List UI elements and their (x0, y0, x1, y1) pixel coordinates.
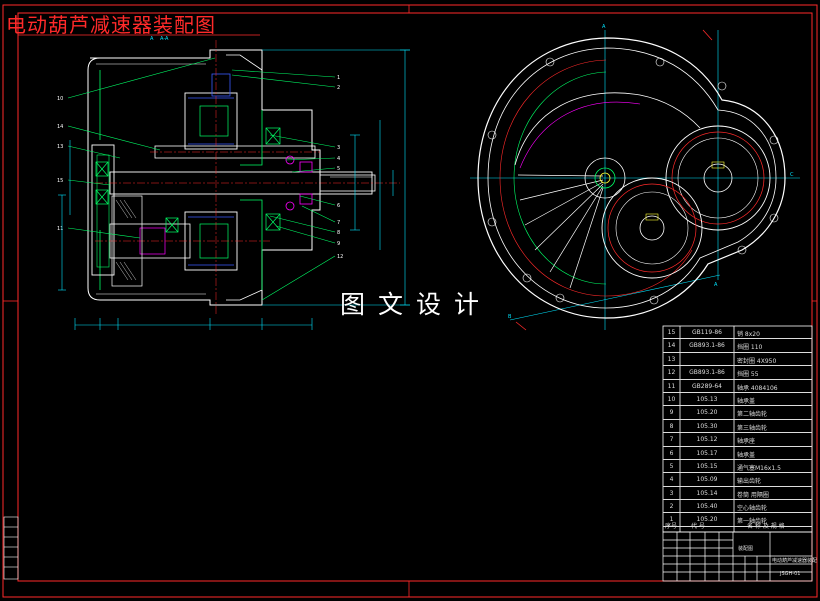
svg-text:14: 14 (57, 124, 63, 130)
bom-item-code: 105.30 (696, 422, 718, 430)
svg-text:12: 12 (337, 254, 343, 260)
svg-text:B: B (508, 314, 512, 320)
bom-item-name: 轴承 4084106 (737, 384, 778, 392)
svg-text:10: 10 (57, 96, 63, 102)
bom-header-no: 序号 (665, 523, 678, 530)
svg-text:2: 2 (337, 85, 340, 91)
bom-row: 10 105.13 轴承盖 (663, 393, 812, 407)
leader-lines (67, 57, 336, 301)
bom-item-code: GB119-86 (691, 329, 723, 336)
end-view (470, 29, 800, 331)
bom-item-name: 通气塞M16x1.5 (737, 464, 781, 472)
bom-item-code: 105.40 (696, 503, 718, 511)
bom-item-number: 9 (669, 409, 674, 417)
bom-item-code: 105.17 (696, 449, 718, 457)
bom-row: 11 GB289-64 轴承 4084106 (663, 380, 812, 393)
bom-item-number: 6 (669, 449, 674, 457)
bom-row: 1 105.20 第一轴齿轮 (663, 513, 812, 527)
title-block-assembly: 装配图 (738, 546, 754, 552)
bom-item-number: 2 (669, 503, 674, 511)
bom-row: 3 105.14 卷筒 用隔圈 (663, 487, 812, 501)
bom-item-code: 105.14 (696, 489, 718, 497)
bom-item-name: 第一轴齿轮 (737, 518, 768, 526)
bom-item-number: 15 (667, 329, 676, 336)
svg-text:A: A (150, 36, 154, 42)
bom-row: 12 GB893.1-86 挡圈 55 (663, 366, 812, 380)
bom-row: 9 105.20 第二轴齿轮 (663, 406, 812, 420)
bom-header: 序号 代 号 名 称 及 规 格 (663, 516, 812, 532)
inner-frame (17, 12, 813, 582)
svg-text:3: 3 (337, 145, 340, 151)
bom-item-name: 销 8x20 (737, 331, 760, 338)
bom-item-code: 105.12 (696, 436, 718, 444)
dimension-lines (58, 49, 410, 330)
title-block-drawing-name: 电动葫芦减速器装配 (772, 558, 818, 564)
bom-item-number: 11 (667, 382, 676, 390)
drawing-title: 电动葫芦减速器装配图 (6, 13, 216, 37)
bom-header-code: 代 号 (691, 523, 705, 530)
title-block-grid (662, 531, 813, 582)
bom-item-number: 3 (669, 489, 674, 497)
svg-text:C: C (790, 172, 794, 178)
title-block-drawing-no: JSGH-01 (780, 571, 801, 577)
svg-text:13: 13 (57, 144, 63, 150)
bom-item-name: 密封圈 4X950 (737, 357, 777, 365)
bom-item-code: 105.15 (696, 462, 718, 470)
svg-text:11: 11 (57, 226, 63, 232)
bom-item-name: 输出齿轮 (737, 478, 762, 486)
bom-item-name: 轴承盖 (737, 397, 756, 405)
bom-item-name: 第二轴齿轮 (737, 411, 768, 419)
svg-text:A: A (714, 282, 718, 288)
bom-item-code: 105.20 (696, 409, 718, 417)
bom-item-number: 12 (667, 369, 676, 377)
bom-item-name: 第三轴齿轮 (737, 424, 768, 432)
bom-row: 6 105.17 轴承盖 (663, 447, 812, 460)
svg-text:4: 4 (337, 156, 340, 162)
bom-row: 5 105.15 通气塞M16x1.5 (663, 460, 812, 474)
bom-item-code: 105.09 (696, 476, 718, 484)
bom-item-code: GB893.1-86 (689, 342, 725, 350)
section-view (87, 40, 400, 315)
side-stamp-table (3, 516, 19, 580)
svg-text:15: 15 (57, 178, 63, 184)
bom-item-name: 挡圈 55 (737, 371, 759, 379)
bom-row: 13 密封圈 4X950 (663, 353, 812, 367)
svg-text:1: 1 (337, 75, 340, 81)
bom-row: 8 105.30 第三轴齿轮 (663, 420, 812, 434)
bom-item-name: 轴承盖 (737, 451, 756, 459)
section-marks: A A-A (150, 36, 169, 42)
bom-item-code: GB289-64 (691, 382, 723, 390)
bom-item-code: GB893.1-86 (689, 369, 725, 377)
svg-text:5: 5 (337, 166, 340, 172)
svg-text:7: 7 (337, 220, 340, 226)
svg-text:8: 8 (337, 230, 340, 236)
bom-item-number: 1 (669, 516, 674, 524)
bom-row: 14 GB893.1-86 挡圈 110 (663, 339, 812, 353)
bom-row: 2 105.40 空心轴齿轮 (663, 500, 812, 514)
bom-item-number: 4 (669, 476, 674, 484)
bom-item-number: 14 (667, 342, 676, 350)
bom-item-number: 10 (667, 395, 676, 403)
bom-item-number: 5 (669, 462, 674, 470)
bom-item-name: 轴承座 (737, 438, 756, 446)
watermark-text: 图文设计 (340, 290, 493, 319)
svg-text:9: 9 (337, 241, 340, 247)
bom-item-name: 挡圈 110 (737, 344, 763, 352)
bom-row: 4 105.09 输出齿轮 (663, 473, 812, 487)
svg-text:6: 6 (337, 203, 340, 209)
bom-item-number: 7 (669, 436, 674, 444)
bom-item-number: 8 (669, 422, 674, 430)
bom-header-name: 名 称 及 规 格 (747, 523, 785, 530)
bom-row: 7 105.12 轴承座 (663, 433, 812, 447)
bom-item-name: 空心轴齿轮 (737, 505, 768, 513)
bom-item-code: 105.20 (696, 516, 718, 524)
svg-text:A-A: A-A (160, 36, 169, 42)
bom-item-name: 卷筒 用隔圈 (737, 491, 769, 499)
bom-row: 15 GB119-86 销 8x20 (663, 326, 812, 340)
bom-item-code: 105.13 (696, 395, 718, 403)
bom-item-number: 13 (667, 355, 676, 363)
svg-text:A: A (602, 24, 606, 30)
